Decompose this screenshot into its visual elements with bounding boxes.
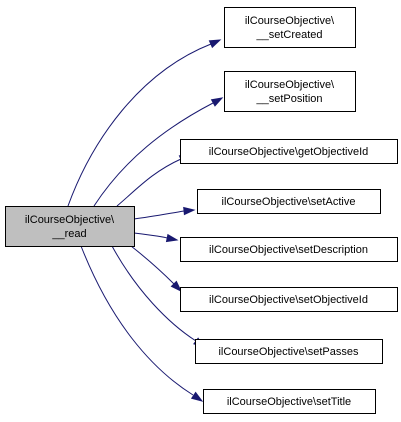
callee-function-node[interactable]: ilCourseObjective\setObjectiveId bbox=[180, 287, 398, 312]
node-label-line: ilCourseObjective\setActive bbox=[222, 196, 356, 208]
call-edge bbox=[111, 245, 197, 342]
callee-function-node[interactable]: ilCourseObjective\ __setCreated bbox=[224, 7, 356, 48]
node-label-line: __read bbox=[51, 228, 86, 240]
node-box bbox=[224, 71, 356, 112]
call-edge bbox=[67, 43, 212, 207]
node-label-line: ilCourseObjective\setPasses bbox=[218, 346, 359, 358]
node-label-line: ilCourseObjective\ bbox=[245, 15, 335, 27]
arrowhead bbox=[190, 391, 204, 402]
node-box bbox=[224, 7, 356, 48]
callee-function-node[interactable]: ilCourseObjective\setActive bbox=[197, 189, 381, 214]
node-box bbox=[180, 237, 398, 262]
node-box bbox=[180, 139, 398, 164]
call-edge bbox=[93, 102, 214, 207]
arrowhead bbox=[210, 97, 224, 107]
callee-function-node[interactable]: ilCourseObjective\ __setPosition bbox=[224, 71, 356, 112]
node-label-line: ilCourseObjective\ bbox=[25, 214, 115, 226]
arrowhead bbox=[165, 233, 179, 243]
call-edge bbox=[133, 232, 168, 239]
callee-function-node[interactable]: ilCourseObjective\setTitle bbox=[203, 389, 376, 414]
call-edge bbox=[133, 210, 185, 220]
call-edge bbox=[80, 245, 194, 396]
node-label-line: ilCourseObjective\setDescription bbox=[209, 244, 368, 256]
callee-function-node[interactable]: ilCourseObjective\setDescription bbox=[180, 237, 398, 262]
arrowhead bbox=[183, 206, 196, 216]
root-function-node[interactable]: ilCourseObjective\ __read bbox=[5, 206, 135, 247]
node-box bbox=[180, 287, 398, 312]
node-box bbox=[203, 389, 376, 414]
arrowhead bbox=[208, 39, 222, 49]
call-edge bbox=[116, 158, 182, 207]
node-label-line: ilCourseObjective\setTitle bbox=[227, 396, 351, 408]
arrowhead bbox=[170, 280, 183, 293]
node-box bbox=[195, 339, 383, 364]
node-label-line: ilCourseObjective\setObjectiveId bbox=[209, 294, 368, 306]
node-label-line: ilCourseObjective\ bbox=[245, 79, 335, 91]
callee-function-node[interactable]: ilCourseObjective\setPasses bbox=[195, 339, 383, 364]
function-nodes: ilCourseObjective\__readilCourseObjectiv… bbox=[5, 7, 398, 414]
node-box bbox=[197, 189, 381, 214]
call-edges bbox=[67, 39, 224, 402]
node-label-line: ilCourseObjective\getObjectiveId bbox=[209, 146, 369, 158]
node-box bbox=[5, 206, 135, 247]
callee-function-node[interactable]: ilCourseObjective\getObjectiveId bbox=[180, 139, 398, 164]
node-label-line: __setCreated bbox=[255, 29, 322, 41]
call-edge bbox=[130, 245, 175, 285]
node-label-line: __setPosition bbox=[255, 93, 322, 105]
